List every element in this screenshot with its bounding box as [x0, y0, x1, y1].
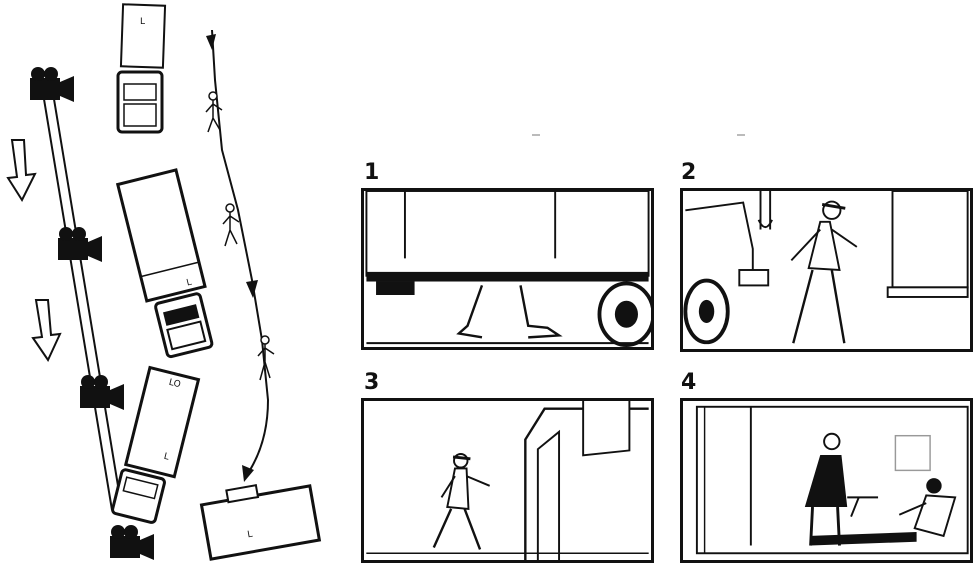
faint-mark	[737, 134, 745, 136]
panel-number-3: 3	[364, 372, 379, 394]
camera-plan-diagram: L L LO L L	[0, 0, 340, 567]
path-arrowhead	[206, 34, 216, 50]
walker-path	[212, 30, 268, 470]
panel-number-1: 1	[364, 162, 379, 184]
movie-camera-icon	[58, 227, 102, 262]
faint-mark	[532, 134, 540, 136]
truck-icon: L	[200, 476, 320, 559]
truck-icon: LO L	[112, 367, 199, 525]
dolly-track-rail-left	[40, 75, 112, 510]
movie-camera-icon	[30, 67, 74, 102]
truck-icon: L	[118, 4, 165, 132]
panel-4-illustration	[683, 401, 970, 560]
walking-figure-icon	[223, 204, 239, 246]
storyboard-panel-4	[680, 398, 973, 563]
direction-arrow-icon	[33, 300, 60, 360]
direction-arrow-icon	[8, 140, 35, 200]
panel-2-illustration	[683, 191, 970, 349]
dolly-track-rail-right	[50, 75, 122, 510]
vehicle-mark: L	[140, 17, 145, 27]
truck-icon: L	[118, 170, 220, 359]
panel-number-4: 4	[681, 372, 696, 394]
storyboard-panel-2	[680, 188, 973, 352]
panel-1-illustration	[364, 191, 651, 347]
storyboard-panel-1	[361, 188, 654, 350]
movie-camera-icon	[80, 375, 124, 410]
path-arrowhead	[246, 280, 258, 298]
panel-number-2: 2	[681, 162, 696, 184]
storyboard-panel-3	[361, 398, 654, 563]
movie-camera-icon	[110, 525, 154, 560]
panel-3-illustration	[364, 401, 651, 560]
